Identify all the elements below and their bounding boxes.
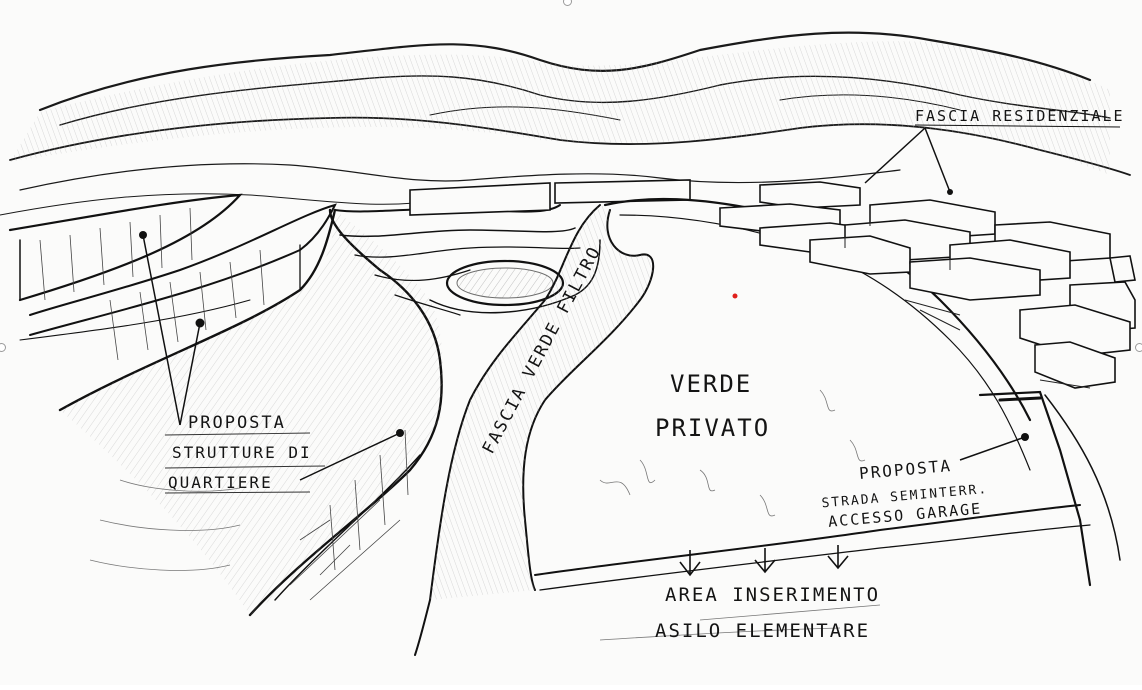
fascia-residenziale-text: FASCIA RESIDENZIALE [915, 107, 1125, 125]
resize-handle-top[interactable] [563, 0, 572, 6]
asilo-elementare-text: ASILO ELEMENTARE [655, 620, 870, 642]
label-fascia-residenziale: FASCIA RESIDENZIALE [914, 107, 1125, 128]
far-buildings [409, 179, 691, 216]
proposta-strutture-line2: STRUTTURE DI [172, 443, 312, 462]
leader-lines [142, 127, 1026, 481]
hill-shading [10, 41, 1110, 175]
proposta-strada-line1: PROPOSTA [858, 456, 952, 483]
left-plaza-shading [60, 210, 443, 615]
verde-text: VERDE [670, 370, 752, 398]
area-arrows [679, 545, 849, 577]
filter-strip-shading [430, 205, 654, 600]
residential-blocks [719, 181, 1136, 389]
red-marker-dot [732, 293, 738, 299]
residential-shadows [719, 188, 1091, 389]
texture-marks [89, 389, 881, 641]
area-inserimento-text: AREA INSERIMENTO [665, 584, 880, 606]
privato-text: PRIVATO [655, 414, 770, 442]
proposta-strutture-line3: QUARTIERE [168, 473, 273, 492]
resize-handle-left[interactable] [0, 343, 6, 352]
resize-handle-right[interactable] [1135, 343, 1142, 352]
label-area-inserimento: AREA INSERIMENTO ASILO ELEMENTARE [655, 584, 880, 642]
proposta-strutture-line1: PROPOSTA [188, 413, 286, 433]
leader-dots [139, 189, 1029, 441]
label-proposta-strutture: PROPOSTA STRUTTURE DI QUARTIERE [164, 413, 326, 494]
road-and-garage [534, 390, 1121, 591]
